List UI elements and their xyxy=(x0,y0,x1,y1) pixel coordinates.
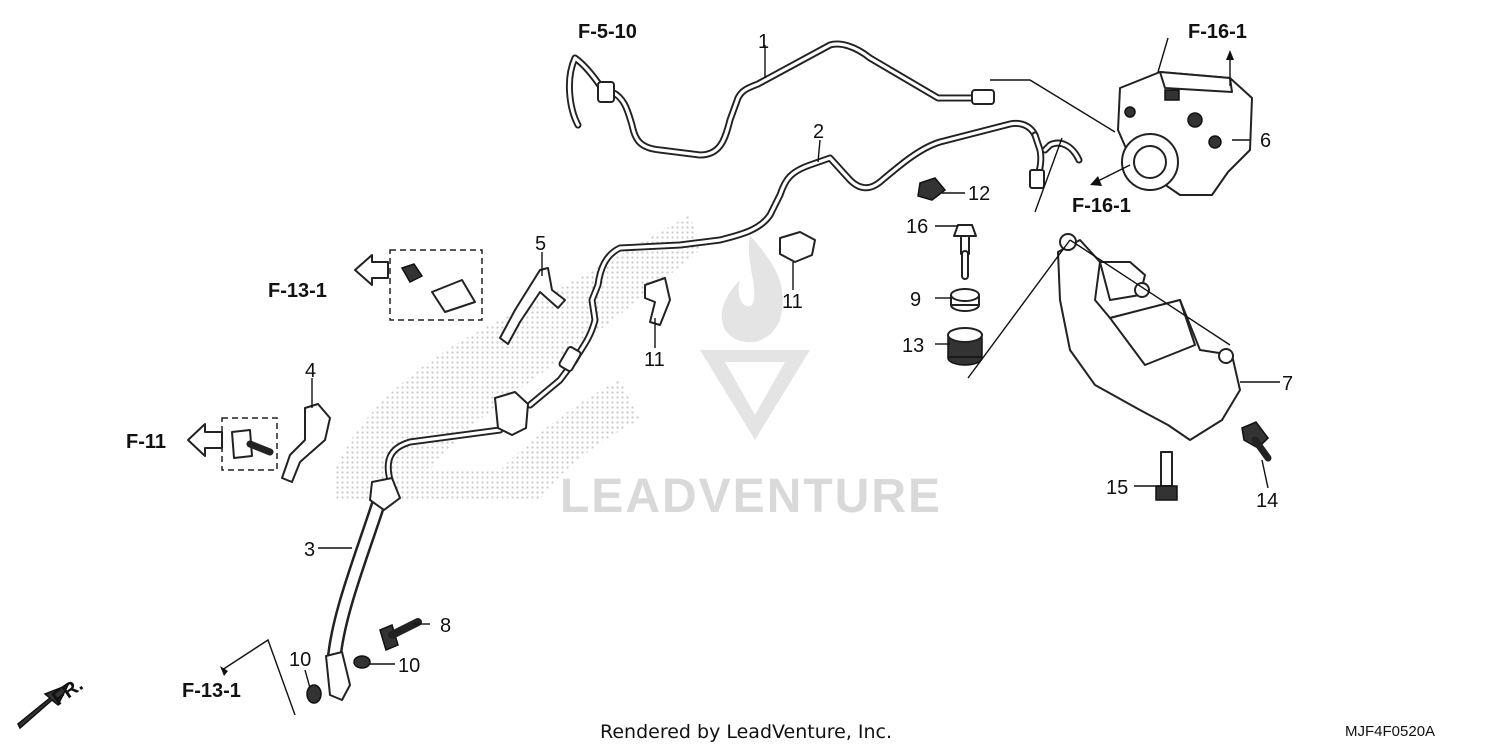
bracket-4 xyxy=(281,403,331,483)
callout-11-left: 11 xyxy=(644,349,665,371)
front-arrow-icon xyxy=(17,683,70,730)
bolt-15 xyxy=(1155,451,1178,501)
pipe-1-fitting-upper xyxy=(597,81,615,103)
pipe-2-fitting-abs xyxy=(1029,169,1045,189)
hose-joint-block xyxy=(494,391,529,436)
hose-lower-fitting xyxy=(325,651,351,701)
callout-9: 9 xyxy=(910,289,921,311)
ref-box-bolt-icon xyxy=(400,263,424,283)
f13-1-lower-arrowhead-icon xyxy=(220,666,228,676)
watermark-flame-icon xyxy=(721,235,783,343)
ref-f11[interactable]: F-11 xyxy=(126,431,166,453)
grommet-13 xyxy=(947,327,983,366)
diagram-code: MJF4F0520A xyxy=(1345,723,1435,740)
callout-13: 13 xyxy=(902,335,924,357)
clamp-11-right xyxy=(779,231,816,263)
callout-12: 12 xyxy=(968,183,990,205)
hose-upper-fitting xyxy=(369,477,401,511)
ref-box-lower-bolt-icon xyxy=(231,429,253,459)
bolt-14 xyxy=(1241,421,1272,462)
callout-15: 15 xyxy=(1106,477,1128,499)
clamp-11-left xyxy=(644,277,671,326)
f16-1-top-arrowhead-icon xyxy=(1226,50,1234,60)
abs-bracket-7 xyxy=(1057,233,1241,441)
callout-1: 1 xyxy=(758,31,769,53)
callout-7: 7 xyxy=(1282,373,1293,395)
f16-1-mid-arrowhead-icon xyxy=(1090,176,1102,186)
pipe-2-joint xyxy=(558,346,582,372)
brake-hose-3 xyxy=(325,391,529,701)
ref-box-upper xyxy=(389,249,483,321)
watermark-wing-shape xyxy=(335,215,700,500)
callout-5: 5 xyxy=(535,233,546,255)
abs-connector xyxy=(1164,89,1180,101)
callout-3: 3 xyxy=(304,539,315,561)
callout-16: 16 xyxy=(906,216,928,238)
abs-modulator-6 xyxy=(1117,71,1253,196)
ref-f16-1-top[interactable]: F-16-1 xyxy=(1188,21,1247,43)
brake-pipe-1 xyxy=(566,40,995,159)
arrow-to-f11-icon xyxy=(187,423,223,457)
brake-pipe-2 xyxy=(526,119,1083,409)
callout-6: 6 xyxy=(1260,130,1271,152)
callout-8: 8 xyxy=(440,615,451,637)
callout-10-right: 10 xyxy=(398,655,420,677)
callout-2: 2 xyxy=(813,121,824,143)
watermark-text: LEADVENTURE xyxy=(560,470,942,523)
washer-10-right xyxy=(353,655,371,669)
rendered-by-credit: Rendered by LeadVenture, Inc. xyxy=(600,721,892,743)
clip-12 xyxy=(917,177,947,201)
collar-9 xyxy=(950,288,980,312)
callout-4: 4 xyxy=(305,360,316,382)
leader-lines xyxy=(221,37,1280,716)
front-indicator-label: FR. xyxy=(48,674,87,711)
ref-box-lower xyxy=(221,417,278,471)
arrow-to-f13-1-upper-icon xyxy=(354,254,389,286)
callout-11-right: 11 xyxy=(782,291,803,313)
ref-box-clip-icon xyxy=(431,279,476,313)
washer-10-left xyxy=(306,684,322,704)
ref-f13-1-upper[interactable]: F-13-1 xyxy=(268,280,327,302)
callout-14: 14 xyxy=(1256,490,1278,512)
clamp-5 xyxy=(499,267,566,345)
callout-10-left: 10 xyxy=(289,649,311,671)
pipe-1-fitting-abs xyxy=(971,89,995,105)
ref-f13-1-lower[interactable]: F-13-1 xyxy=(182,680,241,702)
bolt-16 xyxy=(953,224,977,280)
watermark-v-icon xyxy=(700,350,810,440)
bolt-8 xyxy=(379,618,422,652)
ref-f16-1-mid[interactable]: F-16-1 xyxy=(1072,195,1131,217)
ref-f5-10[interactable]: F-5-10 xyxy=(578,21,637,43)
watermark: LEADVENTURE xyxy=(335,215,942,523)
